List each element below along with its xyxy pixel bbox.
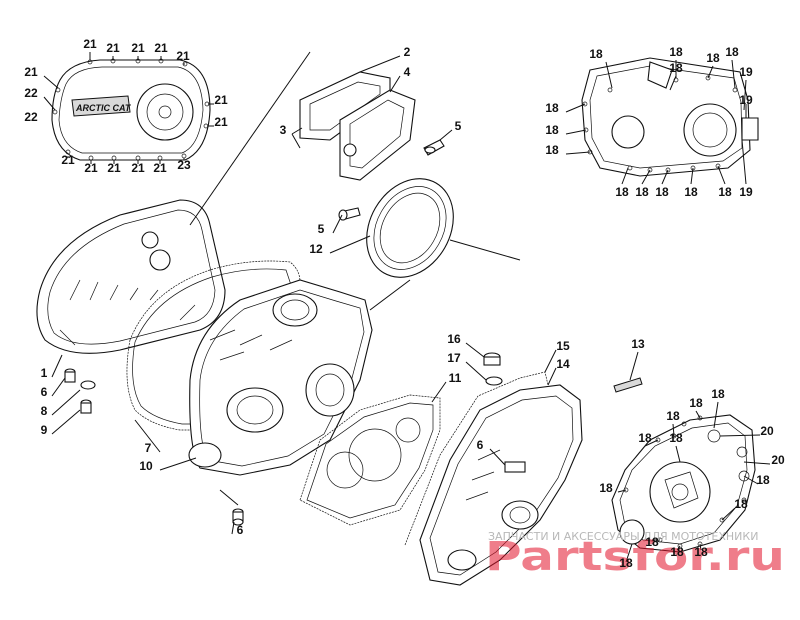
callout-21: 21 [176,49,190,63]
callout-21: 21 [131,41,145,55]
callout-18: 18 [599,481,613,495]
callout-18: 18 [669,45,683,59]
magneto-cover-gasket [404,371,549,546]
callout-18: 18 [711,387,725,401]
drain-plug-and-oring [483,352,503,386]
callout-21: 21 [61,153,75,167]
decal-text: ARCTIC CAT [75,103,132,113]
callout-18: 18 [756,473,770,487]
callout-21: 21 [154,41,168,55]
callout-18: 18 [669,431,683,445]
callout-18: 18 [635,185,649,199]
callout-18: 18 [666,409,680,423]
callout-16: 16 [447,332,461,346]
callout-5: 5 [318,222,325,236]
callout-11: 11 [449,371,462,385]
dowel-pin [232,508,244,526]
warning-decal [613,377,643,393]
callout-21: 21 [83,37,97,51]
callout-18: 18 [706,51,720,65]
inspection-cover-ring [366,178,454,278]
arctic-cat-decal: ARCTIC CAT [71,95,132,117]
callout-18: 18 [545,143,559,157]
callout-22: 22 [24,110,38,124]
callout-labels: 21 21 21 21 21 21 22 22 21 21 21 21 21 21 21 23 2 4 3 5 5 12 1… [24,37,785,570]
bolt-lower [338,207,361,221]
callout-6: 6 [237,523,244,537]
callout-18: 18 [670,545,684,559]
callout-1: 1 [41,366,48,380]
callout-19: 19 [739,185,753,199]
callout-15: 15 [556,339,570,353]
callout-21: 21 [106,41,120,55]
callout-12: 12 [309,242,323,256]
callout-18: 18 [669,61,683,75]
callout-18: 18 [694,545,708,559]
watermark-tagline: ЗАПЧАСТИ И АКСЕССУАРЫ ДЛЯ МОТОТЕХНИКИ [488,530,758,543]
callout-18: 18 [725,45,739,59]
callout-14: 14 [556,357,570,371]
callout-18: 18 [545,123,559,137]
callout-18: 18 [689,396,703,410]
callout-19: 19 [739,93,753,107]
callout-7: 7 [145,441,152,455]
callout-21: 21 [131,161,145,175]
callout-23: 23 [177,158,191,172]
callout-18: 18 [684,185,698,199]
callout-13: 13 [631,337,645,351]
callout-21: 21 [214,93,228,107]
callout-18: 18 [645,535,659,549]
callout-18: 18 [619,556,633,570]
bolt-upper [423,139,445,156]
stator-cover-gasket [299,394,441,526]
callout-21: 21 [107,161,121,175]
fastener-set-left [64,368,96,414]
callout-21: 21 [24,65,38,79]
callout-18: 18 [615,185,629,199]
callout-21: 21 [84,161,98,175]
guard-plates [299,71,416,181]
outer-clutch-cover-front-view: ARCTIC CAT [51,58,211,161]
outer-clutch-cover [36,199,226,354]
watermark-brand: Partsfor.ru [485,534,785,580]
callout-18: 18 [655,185,669,199]
callout-3: 3 [280,123,287,137]
callout-18: 18 [638,431,652,445]
callout-17: 17 [447,351,461,365]
callout-10: 10 [139,459,153,473]
callout-6: 6 [41,385,48,399]
callout-21: 21 [153,161,167,175]
callout-2: 2 [404,45,411,59]
callout-19: 19 [739,65,753,79]
callout-5: 5 [455,119,462,133]
callout-20: 20 [771,453,785,467]
callout-8: 8 [41,404,48,418]
magneto-cover [419,384,583,586]
callout-22: 22 [24,86,38,100]
inner-clutch-cover [188,279,373,476]
callout-21: 21 [214,115,228,129]
cover-rear-view [581,57,759,177]
leader-lines [43,51,771,563]
callout-4: 4 [404,65,411,79]
callout-6: 6 [477,438,484,452]
callout-18: 18 [545,101,559,115]
callout-20: 20 [760,424,774,438]
callout-18: 18 [734,497,748,511]
callout-18: 18 [718,185,732,199]
callout-18: 18 [589,47,603,61]
callout-9: 9 [41,423,48,437]
watermark: ЗАПЧАСТИ И АКСЕССУАРЫ ДЛЯ МОТОТЕХНИКИ Pa… [485,530,785,580]
